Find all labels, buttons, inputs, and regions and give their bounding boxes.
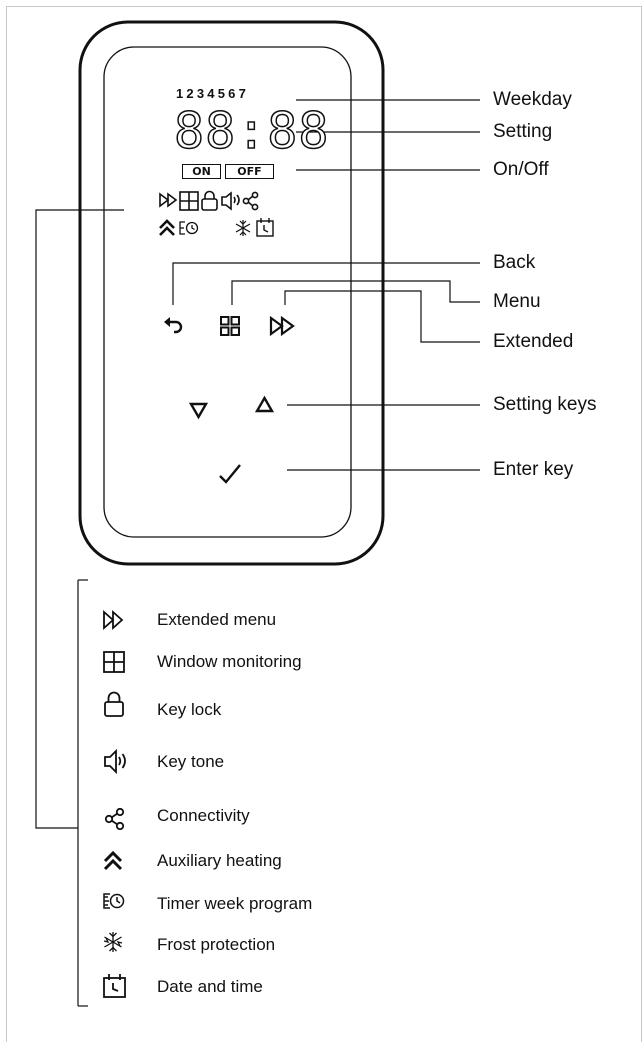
extended-key-icon <box>269 315 295 337</box>
display-window-icon <box>179 191 199 211</box>
callout-extended: Extended <box>493 331 574 352</box>
callout-setting: Setting <box>493 121 553 142</box>
off-indicator: OFF <box>225 164 274 179</box>
legend-label: Key lock <box>157 700 222 719</box>
legend-snowflake-icon <box>103 932 123 952</box>
up-key-icon <box>254 395 275 413</box>
display-lock-icon <box>201 190 218 211</box>
legend-label: Key tone <box>157 752 225 771</box>
legend-label: Window monitoring <box>157 652 302 671</box>
figure-frame <box>6 6 642 1042</box>
display-share-icon <box>242 191 259 211</box>
down-key-icon <box>188 402 209 420</box>
legend-fast-forward-icon <box>103 609 124 631</box>
legend-calendar-clock-icon <box>103 974 126 998</box>
legend-timer-week-icon <box>103 893 125 909</box>
display-calendar-clock-icon <box>256 218 274 237</box>
menu-key-icon <box>220 316 240 336</box>
legend-speaker-icon <box>104 748 126 775</box>
legend-chevrons-up-icon <box>103 850 123 871</box>
on-indicator: ON <box>182 164 221 179</box>
legend-label: Auxiliary heating <box>157 851 282 870</box>
device-panel <box>103 46 352 538</box>
legend-lock-icon <box>104 691 124 717</box>
legend-window-icon <box>103 651 125 673</box>
segment-display: 88:88 <box>173 102 330 160</box>
display-snowflake-icon <box>235 220 251 236</box>
callout-weekday: Weekday <box>493 89 572 110</box>
display-timer-week-icon <box>179 221 199 235</box>
display-speaker-icon <box>221 191 240 211</box>
control-keys <box>164 315 295 484</box>
weekday-digits: 1234567 <box>176 86 250 101</box>
legend-icons <box>103 609 126 998</box>
callout-back: Back <box>493 252 536 273</box>
callout-lines <box>35 99 480 1007</box>
callout-enter-key: Enter key <box>493 459 574 480</box>
legend-label: Date and time <box>157 977 263 996</box>
legend-label: Extended menu <box>157 610 277 629</box>
display-chevrons-up-icon <box>159 219 175 236</box>
legend-share-icon <box>104 807 125 831</box>
back-key-icon <box>164 317 183 334</box>
callout-onoff: On/Off <box>493 159 549 180</box>
legend-label: Timer week program <box>157 894 313 913</box>
legend-label: Frost protection <box>157 935 276 954</box>
display-icons <box>159 190 274 237</box>
display-fast-forward-icon <box>159 192 178 208</box>
callout-menu: Menu <box>493 291 541 312</box>
enter-key-icon <box>219 464 241 484</box>
callout-setting-keys: Setting keys <box>493 394 597 415</box>
legend-label: Connectivity <box>157 806 250 825</box>
